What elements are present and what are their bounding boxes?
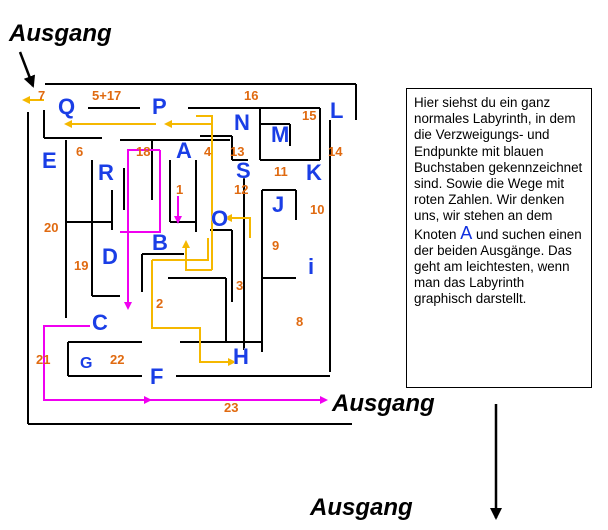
exit-arrow-top-left (18, 51, 36, 88)
path-numbers: 7 5+17 16 15 6 18 4 13 14 1 12 11 10 20 … (36, 88, 343, 415)
node-k: K (306, 160, 322, 185)
path-2: 2 (156, 296, 163, 311)
path-8: 8 (296, 314, 303, 329)
node-q: Q (58, 94, 75, 119)
path-14: 14 (328, 144, 343, 159)
exit-arrows (18, 51, 502, 520)
node-i: i (308, 254, 314, 279)
path-15: 15 (302, 108, 316, 123)
route-yellow (22, 96, 251, 366)
path-22: 22 (110, 352, 124, 367)
path-11: 11 (274, 164, 288, 179)
path-6: 6 (76, 144, 83, 159)
node-n: N (234, 110, 250, 135)
node-o: O (211, 206, 228, 231)
info-text-intro: Hier siehst du ein ganz normales Labyrin… (414, 95, 583, 242)
path-3: 3 (236, 278, 243, 293)
path-16: 16 (244, 88, 258, 103)
exit-label-right: Ausgang (332, 390, 435, 417)
info-text-outro: und suchen einen der beiden Ausgänge. Da… (414, 226, 582, 307)
node-letters: Q P N M L E R A S K J O B D i C H G F (42, 94, 344, 390)
path-23: 23 (224, 400, 238, 415)
info-text: Hier siehst du ein ganz normales Labyrin… (414, 95, 584, 308)
info-node-a: A (460, 222, 473, 243)
route-magenta (43, 149, 328, 404)
exit-label-bottom: Ausgang (310, 494, 413, 521)
path-13: 13 (230, 144, 244, 159)
node-r: R (98, 160, 114, 185)
maze-walls (27, 83, 357, 425)
path-19: 19 (74, 258, 88, 273)
node-d: D (102, 244, 118, 269)
path-12: 12 (234, 182, 248, 197)
node-p: P (152, 94, 167, 119)
info-box: Hier siehst du ein ganz normales Labyrin… (406, 88, 592, 388)
node-b: B (152, 230, 168, 255)
node-h: H (233, 344, 249, 369)
node-s: S (236, 158, 251, 183)
path-5-17: 5+17 (92, 88, 121, 103)
node-f: F (150, 364, 163, 389)
path-18: 18 (136, 144, 150, 159)
path-21: 21 (36, 352, 50, 367)
exit-label-top-left: Ausgang (9, 20, 112, 47)
path-9: 9 (272, 238, 279, 253)
path-20: 20 (44, 220, 58, 235)
node-j: J (272, 192, 284, 217)
path-1: 1 (176, 182, 183, 197)
node-g: G (80, 355, 92, 372)
node-a: A (176, 138, 192, 163)
node-l: L (330, 98, 343, 123)
node-m: M (271, 122, 289, 147)
path-7: 7 (38, 88, 45, 103)
node-e: E (42, 148, 57, 173)
node-c: C (92, 310, 108, 335)
path-10: 10 (310, 202, 324, 217)
path-4: 4 (204, 144, 212, 159)
